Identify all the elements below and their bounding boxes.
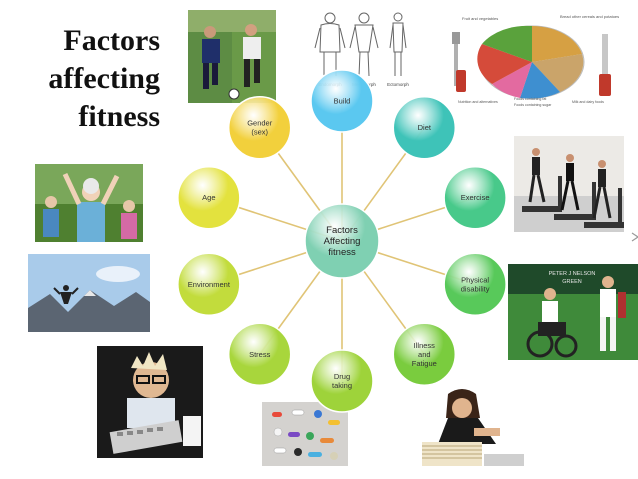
plate-label: Foods containing fat xyxy=(514,97,546,101)
mountain-illustration xyxy=(28,254,150,332)
plate-label: Foods containing sugar xyxy=(514,103,552,107)
scroll-right-icon[interactable] xyxy=(630,232,638,242)
node-circle xyxy=(392,322,457,387)
tired-woman-photo xyxy=(418,384,526,468)
elderly-exercise-illustration xyxy=(35,164,143,242)
node-circle xyxy=(392,95,457,160)
treadmill-illustration xyxy=(514,136,624,232)
node-label: Gender xyxy=(247,119,273,128)
bowls-sign-line: PETER J NELSON xyxy=(549,271,596,277)
body-type-label: Ectomorph xyxy=(387,82,409,87)
node-stress: Stress xyxy=(227,322,292,387)
node-label: Diet xyxy=(418,123,432,132)
node-exercise: Exercise xyxy=(443,165,507,230)
node-label: Age xyxy=(202,193,215,202)
title-line: fitness xyxy=(78,100,160,133)
node-label: Drug xyxy=(334,372,350,381)
mountain-photo xyxy=(28,254,150,332)
node-label: Stress xyxy=(249,350,271,359)
treadmill-photo xyxy=(514,136,624,232)
node-label: Exercise xyxy=(461,193,490,202)
soccer-illustration xyxy=(188,10,276,103)
elderly-exercise-photo xyxy=(35,164,143,242)
node-label: and xyxy=(418,350,431,359)
node-label: Fatigue xyxy=(412,359,437,368)
node-circle xyxy=(227,322,292,387)
tired-woman-illustration xyxy=(418,384,526,468)
node-gender: Gender(sex) xyxy=(227,95,292,160)
node-diet: Diet xyxy=(392,95,457,160)
center-label: Affecting xyxy=(324,236,361,247)
node-circle xyxy=(310,349,374,413)
plate-label: Bread other cereals and potatoes xyxy=(560,14,619,19)
title-line: affecting xyxy=(48,62,160,95)
node-label: disability xyxy=(461,284,490,293)
center-label: fitness xyxy=(328,247,356,258)
node-environment: Environment xyxy=(177,252,241,317)
node-circle xyxy=(177,165,241,230)
slide-title: Factors affecting fitness xyxy=(20,22,160,136)
node-circle xyxy=(227,95,292,160)
plate-label: Fruit and vegetables xyxy=(462,16,498,21)
node-label: Illness xyxy=(414,341,436,350)
soccer-photo xyxy=(188,10,276,103)
stressed-man-illustration xyxy=(97,346,203,458)
node-age: Age xyxy=(177,165,241,230)
node-label: Build xyxy=(334,97,351,106)
food-plate-illustration: Fruit and vegetables Bread other cereals… xyxy=(452,14,619,107)
pills-illustration xyxy=(262,402,348,466)
center-label: Factors xyxy=(326,225,358,236)
pills-photo xyxy=(262,402,348,466)
node-label: Environment xyxy=(188,280,231,289)
food-plate-photo: Fruit and vegetables Bread other cereals… xyxy=(452,10,622,108)
node-label: (sex) xyxy=(251,128,268,137)
node-circle xyxy=(443,165,507,230)
title-line: Factors xyxy=(63,24,160,57)
bowls-sign-line: GREEN xyxy=(562,279,582,285)
lawn-bowls-photo: PETER J NELSON GREEN xyxy=(508,264,638,360)
node-circle xyxy=(443,252,507,317)
center-node xyxy=(304,203,380,279)
lawn-bowls-illustration: PETER J NELSON GREEN xyxy=(508,264,638,360)
node-label: Physical xyxy=(461,275,489,284)
node-build: Build xyxy=(310,69,374,133)
stressed-man-photo xyxy=(97,346,203,458)
plate-label: Milk and dairy foods xyxy=(572,100,604,104)
node-circle xyxy=(310,69,374,133)
plate-label: Nutrition and alternatives xyxy=(458,100,498,104)
node-circle xyxy=(177,252,241,317)
node-label: taking xyxy=(332,381,352,390)
